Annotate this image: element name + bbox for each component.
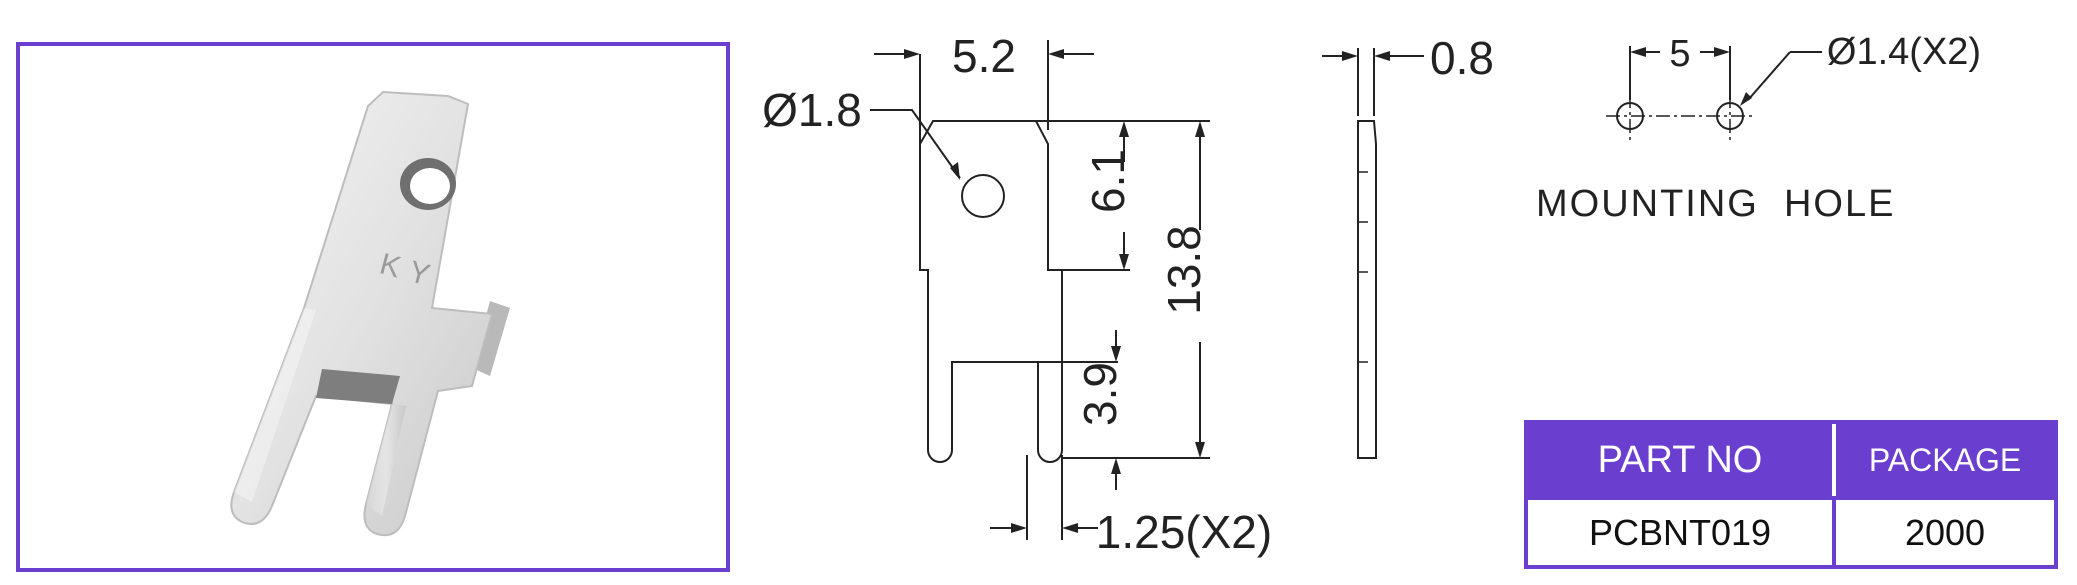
part-table: PART NO PACKAGE PCBNT019 2000 bbox=[1524, 420, 2058, 569]
dim-thickness: 0.8 bbox=[1430, 32, 1494, 84]
dim-hole-from-top: 6.1 bbox=[1082, 149, 1134, 213]
dim-leg-width: 1.25(X2) bbox=[1096, 506, 1272, 558]
dim-total-length: 13.8 bbox=[1158, 225, 1210, 315]
mounting-hole-circle bbox=[961, 174, 1005, 218]
side-view-outline bbox=[1357, 120, 1377, 459]
product-photo: KY bbox=[16, 42, 730, 572]
dim-slot-depth: 3.9 bbox=[1074, 362, 1126, 426]
dim-hole-pitch: 5 bbox=[1669, 33, 1690, 75]
table-header-package: PACKAGE bbox=[1836, 424, 2054, 496]
table-cell-package: 2000 bbox=[1836, 496, 2054, 565]
dim-hole-diameter: Ø1.8 bbox=[762, 84, 862, 136]
terminal-illustration: KY bbox=[230, 90, 510, 537]
terminal-outline bbox=[919, 120, 1063, 463]
dim-pcb-hole-diameter: Ø1.4(X2) bbox=[1827, 31, 1981, 73]
table-header-part-no: PART NO bbox=[1528, 424, 1836, 496]
table-cell-part-no: PCBNT019 bbox=[1528, 496, 1836, 565]
mounting-hole-label: MOUNTING HOLE bbox=[1536, 183, 1895, 225]
dim-width-top: 5.2 bbox=[952, 30, 1016, 82]
